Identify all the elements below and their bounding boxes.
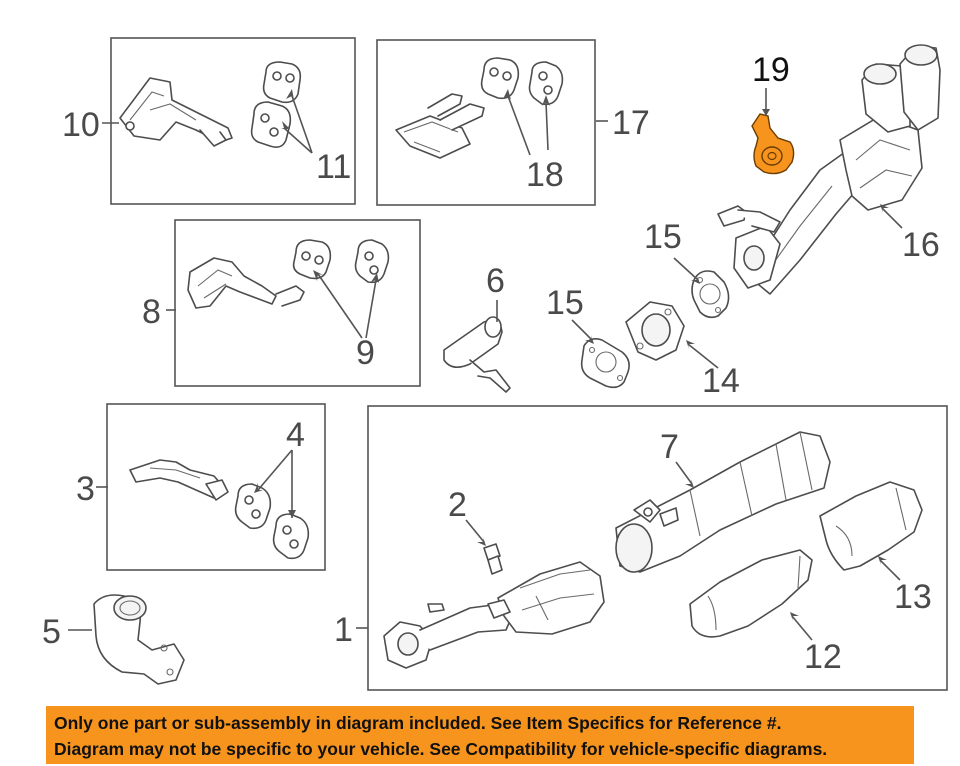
part-16-exhaust-y-pipe	[717, 44, 941, 295]
part-18-insulators	[480, 57, 564, 106]
callout-2: 2	[448, 486, 467, 524]
callout-16: 16	[902, 226, 940, 264]
callout-7: 7	[660, 428, 679, 466]
callout-12: 12	[804, 638, 842, 676]
part-8-hanger-bracket	[187, 257, 305, 309]
callout-15-left: 15	[546, 284, 584, 322]
callout-1: 1	[334, 611, 353, 649]
callout-9: 9	[356, 334, 375, 372]
callout-10: 10	[62, 106, 100, 144]
part-2-oxygen-sensor	[483, 543, 503, 575]
disclaimer-line-2: Diagram may not be specific to your vehi…	[54, 739, 828, 759]
group-box-10-11	[110, 37, 356, 205]
part-10-hanger-bracket	[119, 77, 233, 147]
part-14-flange	[625, 301, 685, 361]
callout-18: 18	[526, 156, 564, 194]
group-box-17-18	[376, 39, 596, 206]
callout-14: 14	[702, 362, 740, 400]
callout-8: 8	[142, 293, 161, 331]
callout-5: 5	[42, 613, 61, 651]
callout-17: 17	[612, 104, 650, 142]
part-7-muffler-pipe	[615, 431, 831, 573]
part-15-gasket-left	[580, 338, 630, 389]
leader-arrowheads	[254, 89, 889, 621]
leader-lines	[68, 88, 903, 641]
group-box-main-1	[367, 405, 948, 691]
disclaimer-line-1: Only one part or sub-assembly in diagram…	[54, 713, 782, 733]
disclaimer-banner: Only one part or sub-assembly in diagram…	[46, 706, 914, 764]
callout-3: 3	[76, 470, 95, 508]
part-19-highlighted-hanger	[751, 113, 795, 175]
callout-6: 6	[486, 262, 505, 300]
part-15-gasket-right	[691, 270, 730, 319]
part-9-insulators	[292, 239, 390, 284]
group-box-8-9	[174, 219, 421, 387]
part-13-heat-shield	[819, 481, 923, 571]
callout-11: 11	[316, 148, 351, 186]
part-6-hanger	[443, 316, 511, 393]
part-5-elbow-pipe	[93, 594, 185, 685]
part-11-insulators	[250, 61, 302, 148]
part-3-hanger-bracket	[129, 459, 229, 501]
part-17-hanger-bracket	[395, 93, 485, 159]
callout-4: 4	[286, 416, 305, 454]
part-4-insulators	[234, 483, 310, 560]
callout-13: 13	[894, 578, 932, 616]
part-1-catalytic-converter-pipe	[383, 561, 605, 669]
callout-15-right: 15	[644, 218, 682, 256]
part-12-heat-shield	[689, 549, 813, 638]
callout-19: 19	[752, 51, 790, 89]
